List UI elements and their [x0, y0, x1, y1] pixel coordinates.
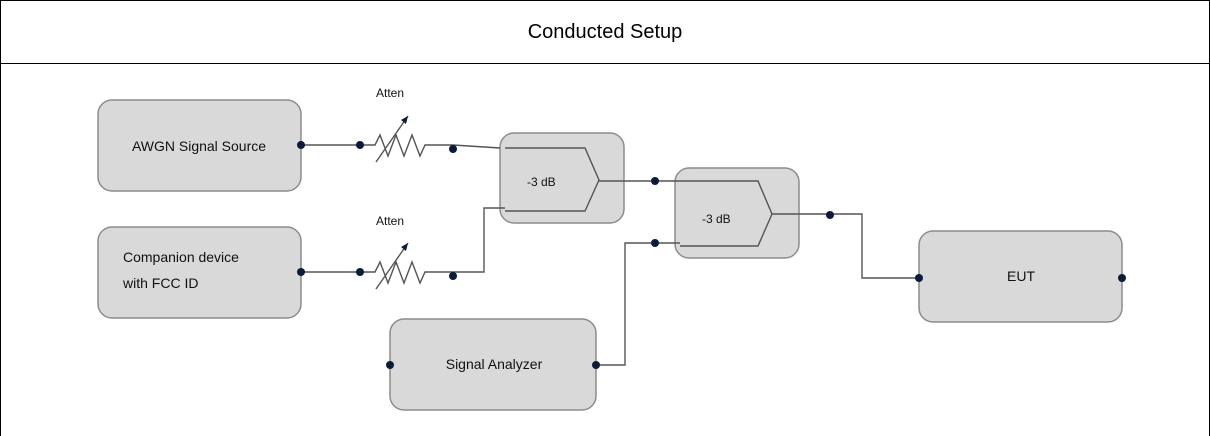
combiner-2-label: -3 dB	[702, 212, 731, 226]
eut-wire	[772, 213, 919, 279]
awgn-signal-source-block: AWGN Signal Source	[97, 99, 302, 192]
signal-analyzer-label: Signal Analyzer	[446, 356, 543, 372]
eut-label: EUT	[1007, 268, 1035, 284]
attenuator-top-arrow	[401, 116, 408, 124]
attenuator-bottom-arrow	[401, 243, 408, 251]
companion-device-label-line1: Companion device	[123, 249, 239, 265]
top-path-wires	[301, 115, 501, 163]
awgn-signal-source-label: AWGN Signal Source	[132, 138, 266, 154]
diagram-title: Conducted Setup	[1, 1, 1209, 64]
connector-dots	[297, 141, 1126, 369]
companion-device-block: Companion device with FCC ID	[97, 226, 302, 319]
combiner-2: -3 dB	[674, 167, 800, 259]
attenuator-bottom-label: Atten	[376, 214, 404, 228]
signal-analyzer-block: Signal Analyzer	[389, 318, 597, 411]
analyzer-wire	[596, 242, 680, 366]
combiner-1: -3 dB	[499, 132, 625, 224]
bottom-path-wires	[301, 207, 505, 290]
combiner-1-label: -3 dB	[527, 175, 556, 189]
companion-device-label-line2: with FCC ID	[122, 275, 198, 291]
eut-block: EUT	[918, 230, 1123, 323]
attenuator-top-label: Atten	[376, 86, 404, 100]
